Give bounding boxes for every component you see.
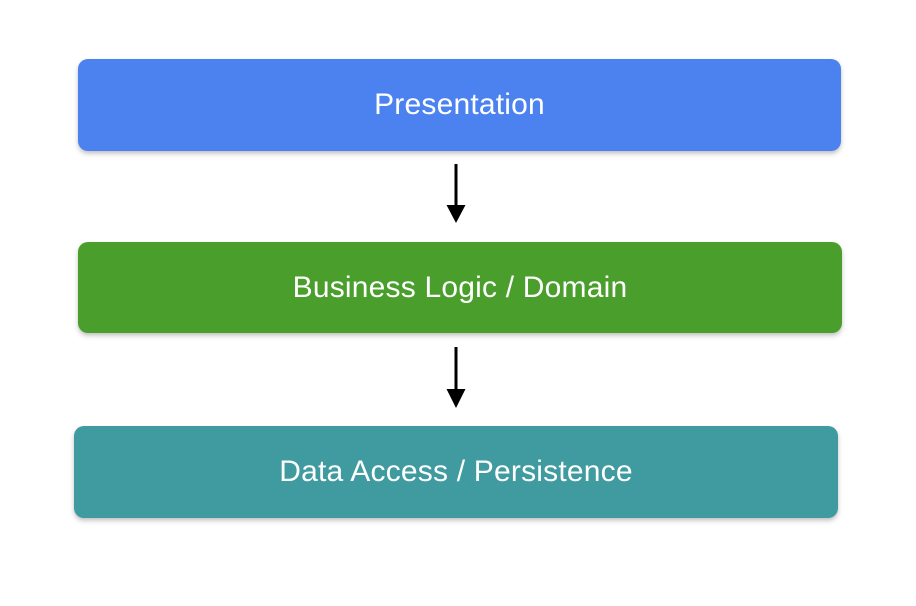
layer-label-presentation: Presentation (374, 88, 545, 121)
layer-box-presentation[interactable]: Presentation (78, 59, 841, 151)
layer-box-data-access[interactable]: Data Access / Persistence (74, 426, 838, 518)
connector-presentation-to-business (441, 164, 471, 224)
layer-label-data-access: Data Access / Persistence (279, 455, 633, 488)
connector-business-to-data (441, 347, 471, 409)
layer-label-business-logic: Business Logic / Domain (292, 270, 628, 304)
layer-box-business-logic[interactable]: Business Logic / Domain (78, 242, 842, 333)
down-arrow-icon (446, 347, 466, 408)
down-arrow-icon (446, 164, 466, 223)
